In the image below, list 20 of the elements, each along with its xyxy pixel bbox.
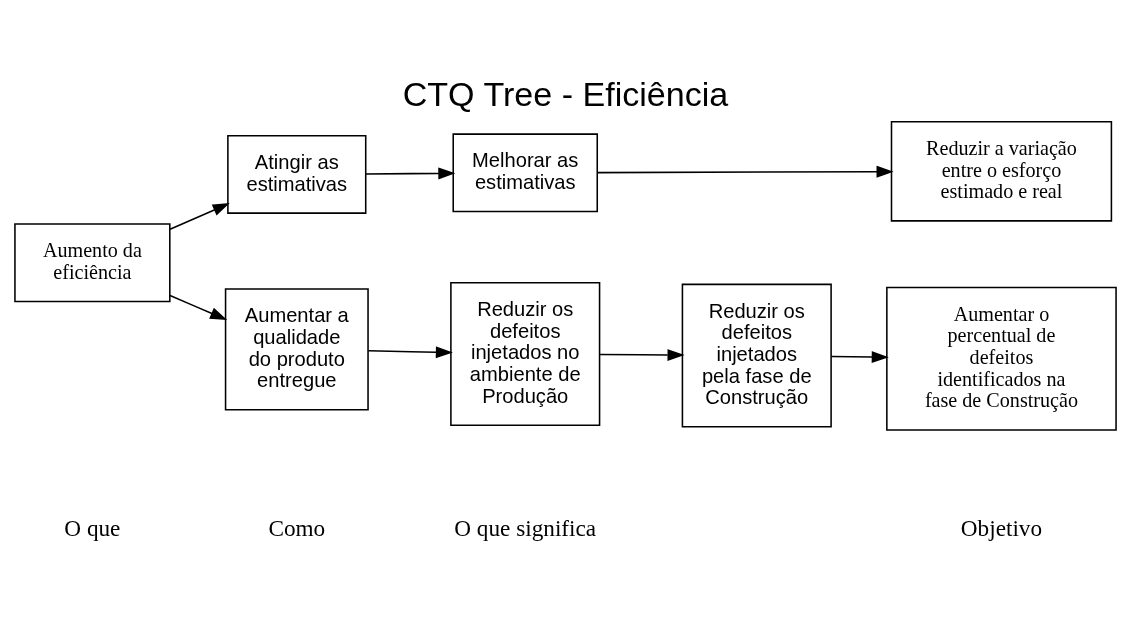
- node-box: Reduzir os defeitos injetados no ambiente de Produção: [450, 281, 601, 426]
- node-box: Melhorar as estimativas: [452, 132, 599, 212]
- arrow: [365, 167, 456, 179]
- node-box: Aumentar a qualidade do produto entregue: [224, 287, 369, 411]
- arrow: [169, 294, 228, 320]
- arrow: [830, 350, 889, 363]
- arrow: [596, 165, 894, 178]
- label: O que significa: [454, 514, 597, 541]
- label: O que: [64, 514, 121, 541]
- arrow: [169, 202, 230, 230]
- node-box: Aumentar o percentual de defeitos identificados na fase de Construção: [886, 286, 1117, 431]
- diagram-title: CTQ Tree - Eficiência: [402, 74, 729, 113]
- label: Como: [268, 514, 326, 541]
- label: Objetivo: [960, 514, 1043, 541]
- node-box: Atingir as estimativas: [227, 134, 367, 214]
- arrow: [367, 345, 453, 358]
- node-box: Reduzir a variação entre o esforço estimado e real: [890, 120, 1113, 222]
- arrow: [598, 348, 685, 361]
- node-box: Aumento da eficiência: [14, 222, 171, 302]
- node-box: Reduzir os defeitos injetados pela fase de Construção: [681, 283, 832, 428]
